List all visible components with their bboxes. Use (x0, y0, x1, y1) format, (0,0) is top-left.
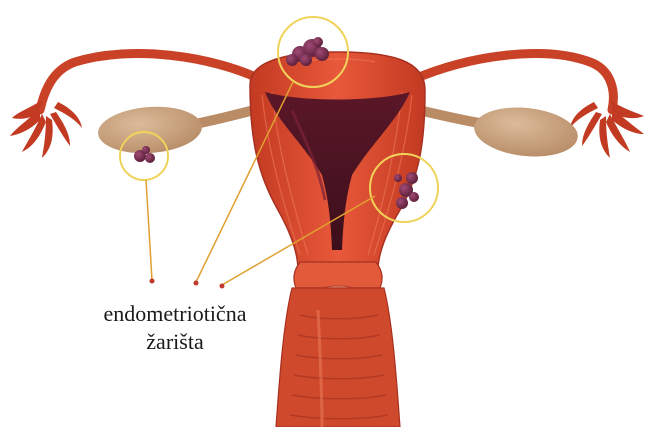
caption-line-2: žarišta (70, 328, 280, 356)
left-fallopian-tube (40, 54, 262, 110)
lesion-caption: endometriotična žarišta (70, 300, 280, 356)
caption-line-1: endometriotična (70, 300, 280, 328)
pointer-dots (150, 279, 225, 289)
cervix (294, 262, 382, 288)
vagina (276, 288, 400, 427)
right-fallopian-tube (412, 54, 613, 110)
left-fimbriae (10, 100, 82, 158)
right-fimbriae (570, 100, 644, 158)
right-ovary (472, 103, 580, 162)
pointer-line-ovary (146, 180, 152, 280)
left-ovary (97, 103, 204, 156)
